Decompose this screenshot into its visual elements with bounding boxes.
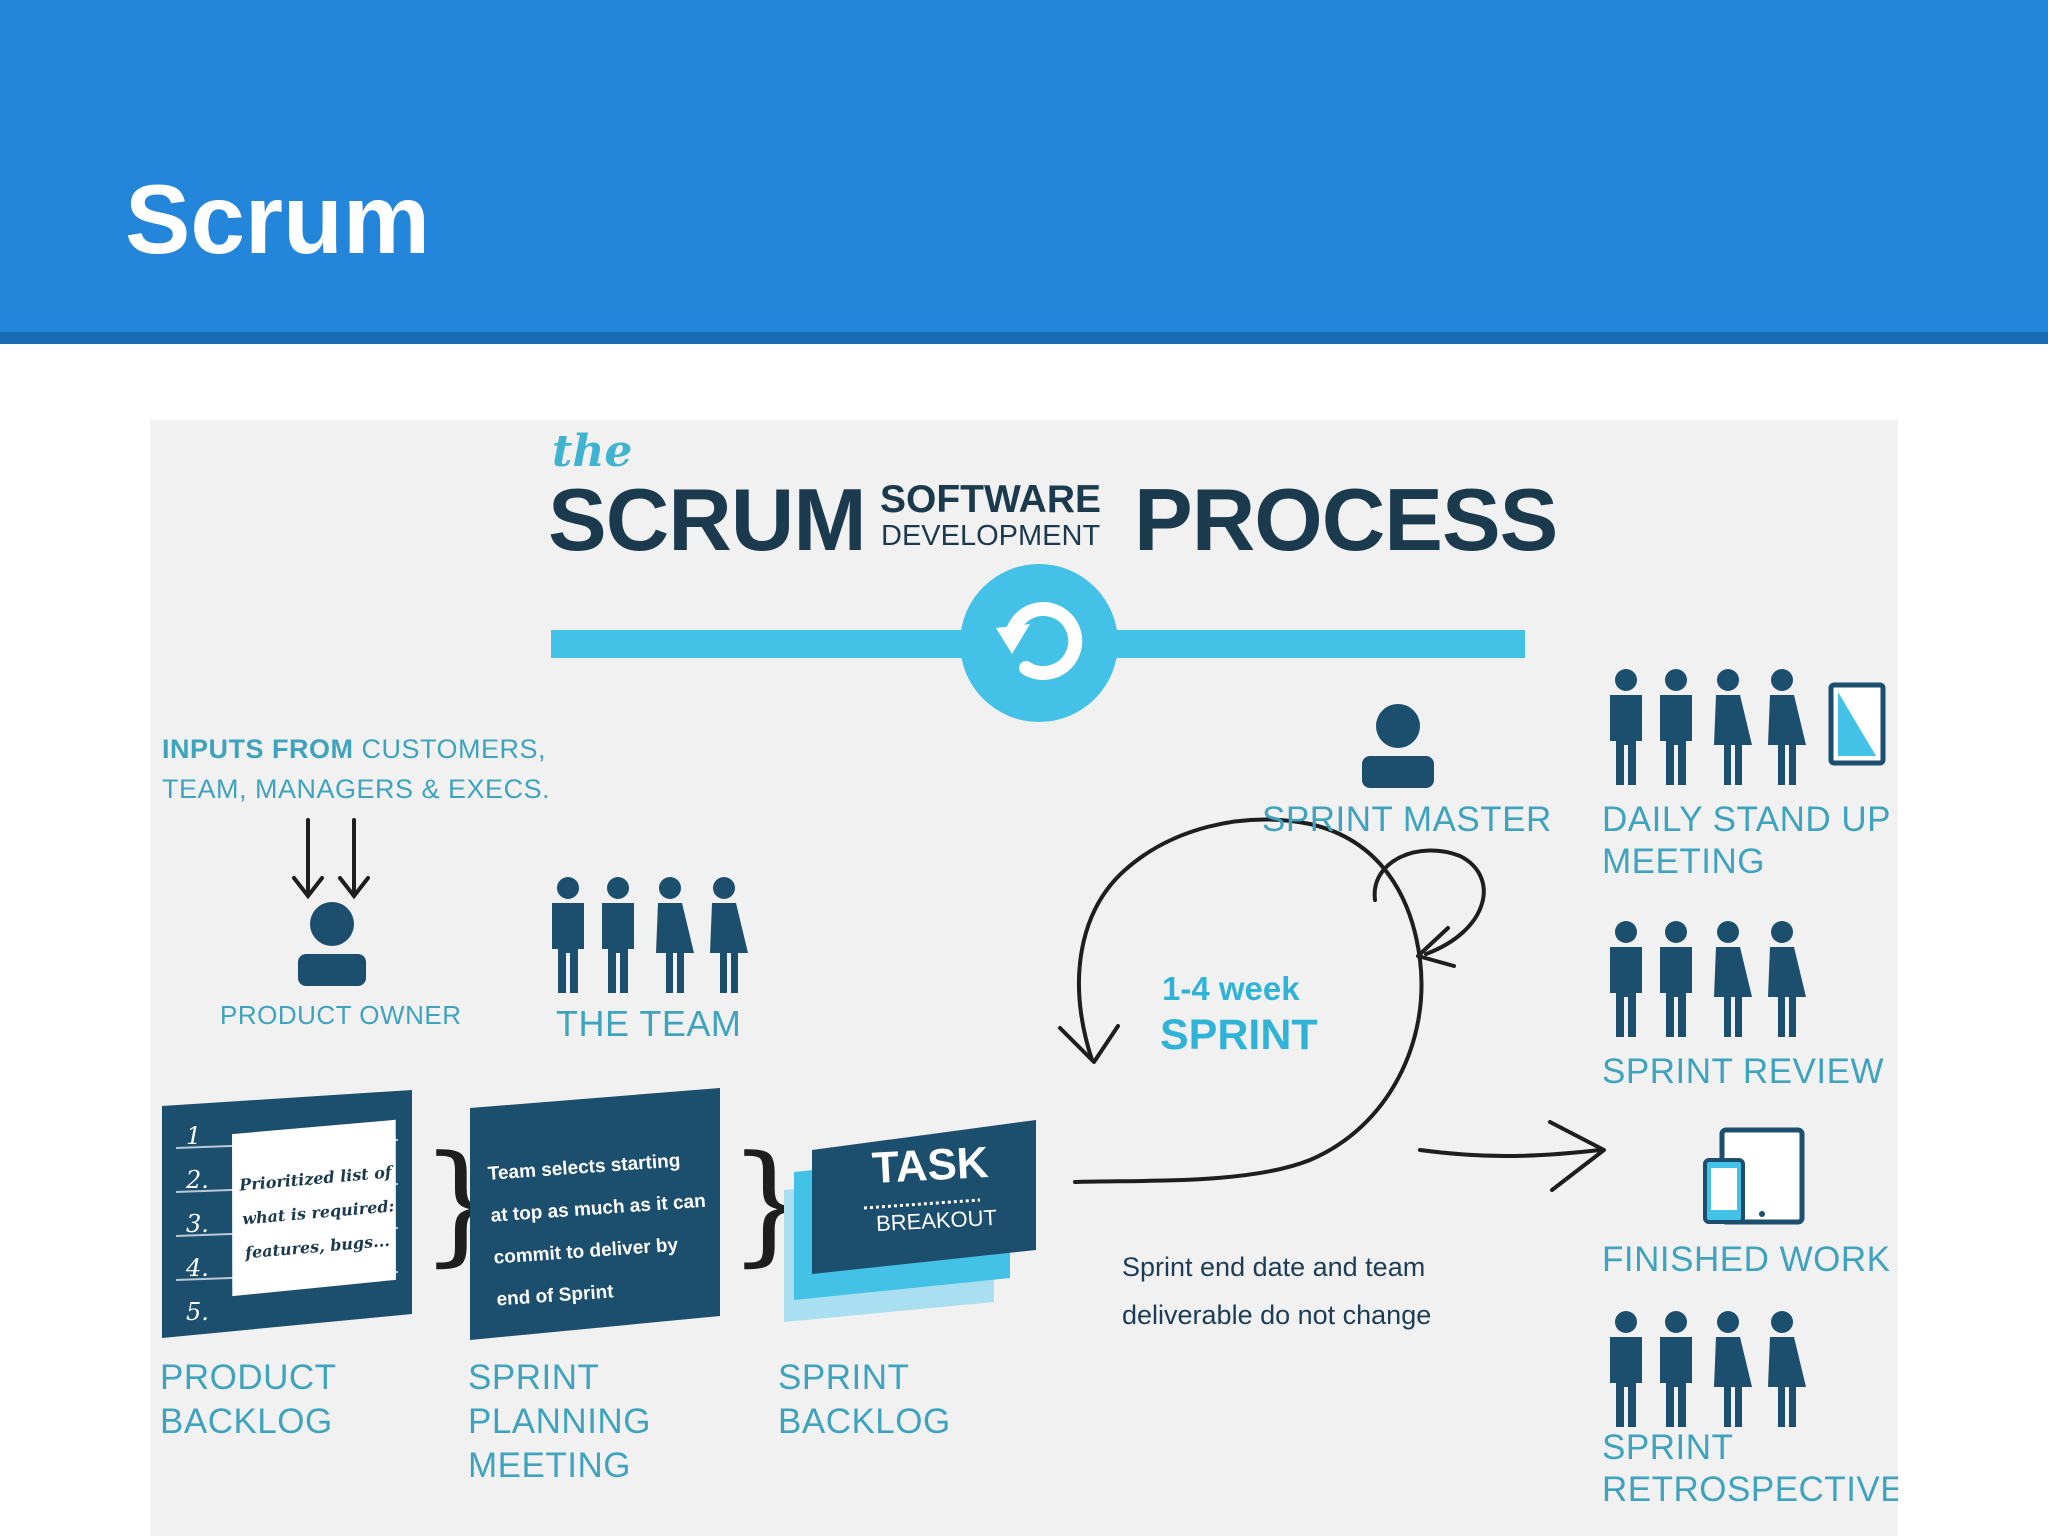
sprint-planning-line1: SPRINT — [468, 1358, 600, 1397]
backlog-num-2: 2. — [186, 1166, 209, 1194]
sprint-label: SPRINT — [1160, 1011, 1318, 1059]
daily-standup-line1: DAILY STAND UP — [1602, 800, 1892, 839]
the-team-icon — [552, 877, 748, 993]
down-arrow-icon — [292, 818, 370, 900]
slide-header — [0, 0, 2048, 332]
scrum-process-infographic: the SCRUM SOFTWARE DEVELOPMENT PROCESS I… — [150, 420, 1898, 1536]
header-divider — [0, 332, 2048, 344]
title-process: PROCESS — [1134, 470, 1558, 569]
product-owner-person-icon — [298, 902, 366, 986]
sprint-master-person-icon — [1362, 704, 1434, 788]
sprint-planning-card — [470, 1088, 720, 1340]
inputs-line2: TEAM, MANAGERS & EXECS. — [162, 774, 551, 804]
daily-standup-line2: MEETING — [1602, 842, 1765, 881]
sprint-review-team-icon — [1610, 921, 1806, 1037]
title-development: DEVELOPMENT — [881, 520, 1101, 552]
sprint-review-label: SPRINT REVIEW — [1602, 1052, 1885, 1091]
product-backlog-card — [162, 1090, 412, 1338]
sprint-backlog-line2: BACKLOG — [778, 1402, 951, 1441]
sprint-master-label: SPRINT MASTER — [1262, 800, 1552, 839]
sprint-duration: 1-4 week — [1162, 970, 1300, 1007]
the-team-label: THE TEAM — [556, 1003, 742, 1044]
sprint-retrospective-team-icon — [1610, 1311, 1806, 1427]
inputs-rest: CUSTOMERS, — [361, 734, 547, 764]
slide-title: Scrum — [125, 164, 431, 274]
title-scrum: SCRUM — [548, 470, 867, 569]
inputs-line1: INPUTS FROM CUSTOMERS, — [162, 736, 546, 763]
product-backlog-line2: BACKLOG — [160, 1402, 333, 1441]
finished-work-label: FINISHED WORK — [1602, 1240, 1891, 1279]
product-backlog-line1: PRODUCT — [160, 1358, 337, 1397]
backlog-num-5: 5. — [186, 1298, 209, 1326]
product-owner-label: PRODUCT OWNER — [220, 1000, 462, 1030]
sprint-note-line1: Sprint end date and team — [1122, 1252, 1426, 1282]
backlog-num-3: 3. — [186, 1210, 209, 1238]
sprint-loop-arrows — [1058, 817, 1606, 1192]
refresh-cycle-icon — [960, 564, 1118, 722]
devices-icon — [1703, 1127, 1805, 1225]
inputs-bold: INPUTS FROM — [162, 734, 354, 764]
title-software: SOFTWARE — [880, 478, 1101, 521]
backlog-num-4: 4. — [186, 1254, 209, 1282]
sprint-planning-line2: PLANNING — [468, 1402, 651, 1441]
tablet-icon — [1828, 682, 1886, 766]
title-the: the — [552, 426, 633, 477]
daily-standup-team-icon — [1610, 669, 1806, 785]
sprint-backlog-line1: SPRINT — [778, 1358, 910, 1397]
sprint-retrospective-line2: RETROSPECTIVE — [1602, 1470, 1898, 1509]
sprint-note-line2: deliverable do not change — [1122, 1300, 1432, 1330]
sprint-planning-line3: MEETING — [468, 1446, 631, 1485]
task-breakout-stack — [784, 1120, 1036, 1322]
backlog-num-1: 1 — [186, 1122, 202, 1150]
sprint-retrospective-line1: SPRINT — [1602, 1428, 1734, 1467]
